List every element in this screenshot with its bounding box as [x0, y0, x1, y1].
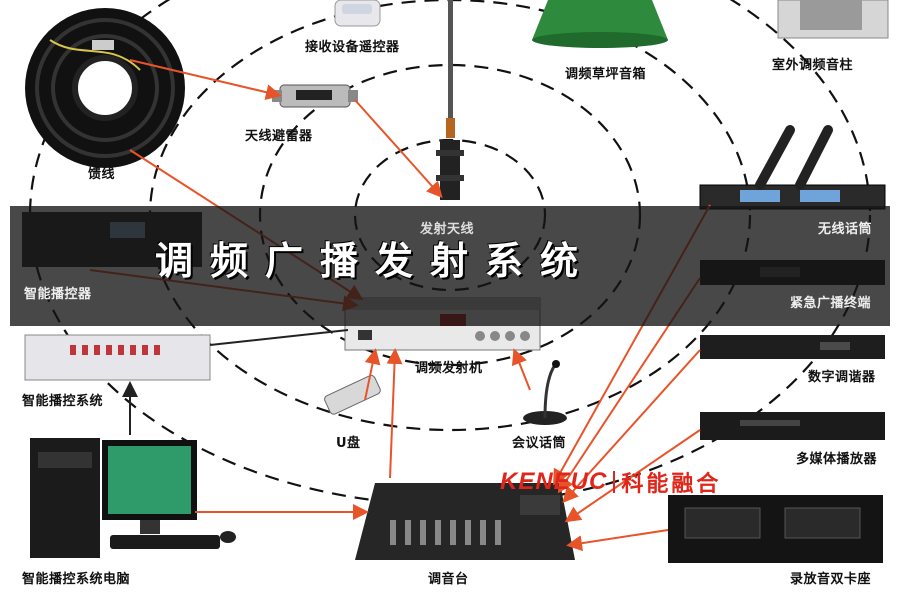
- brand-name-en: KENEUC: [500, 468, 608, 495]
- label-multimedia-player: 多媒体播放器: [796, 452, 878, 467]
- multimedia-player-icon: [700, 412, 885, 440]
- control-pc-icon: [30, 438, 236, 558]
- brand-name-cn: 科能融合: [621, 472, 722, 497]
- control-line: [209, 329, 349, 346]
- feeder-coil-icon: [25, 8, 185, 168]
- mixer-icon: [355, 483, 575, 560]
- label-smart-controller: 智能播控器: [24, 287, 92, 302]
- page-title: 调频广播发射系统: [155, 239, 596, 283]
- label-emergency-terminal: 紧急广播终端: [790, 296, 872, 311]
- label-cassette-deck: 录放音双卡座: [790, 572, 872, 587]
- label-fm-transmitter: 调频发射机: [415, 361, 483, 376]
- label-smart-control-system: 智能播控系统: [22, 394, 104, 409]
- digital-tuner-icon: [700, 335, 885, 359]
- smart-control-system-icon: [24, 334, 211, 381]
- label-outdoor-column: 室外调频音柱: [772, 58, 854, 73]
- conference-mic-icon: [523, 360, 567, 425]
- label-digital-tuner: 数字调谐器: [808, 370, 876, 385]
- label-lightning-arrester: 天线避雷器: [245, 129, 313, 144]
- label-grass-speaker: 调频草坪音箱: [565, 67, 647, 82]
- label-feeder: 馈线: [88, 167, 116, 182]
- label-conference-mic: 会议话筒: [512, 436, 567, 451]
- label-control-pc: 智能播控系统电脑: [22, 572, 131, 587]
- usb-drive-icon: [324, 374, 381, 415]
- title-banner: [10, 206, 890, 326]
- label-wireless-mic: 无线话筒: [818, 222, 873, 237]
- grass-speaker-icon: [532, 0, 668, 48]
- label-receiver-remote: 接收设备遥控器: [305, 40, 400, 55]
- wireless-mic-icon: [699, 125, 886, 210]
- label-usb-drive: U盘: [336, 436, 361, 451]
- brand-separator: [613, 471, 616, 493]
- lightning-arrester-icon: [272, 84, 358, 108]
- label-transmit-antenna: 发射天线: [420, 222, 475, 237]
- brand-logo: KENEUC 科能融合: [500, 468, 722, 497]
- label-mixer: 调音台: [428, 572, 469, 587]
- outdoor-column-icon: [777, 0, 889, 39]
- transmit-antenna-icon: [436, 0, 464, 200]
- cassette-deck-icon: [668, 495, 883, 563]
- receiver-remote-icon: [334, 0, 381, 27]
